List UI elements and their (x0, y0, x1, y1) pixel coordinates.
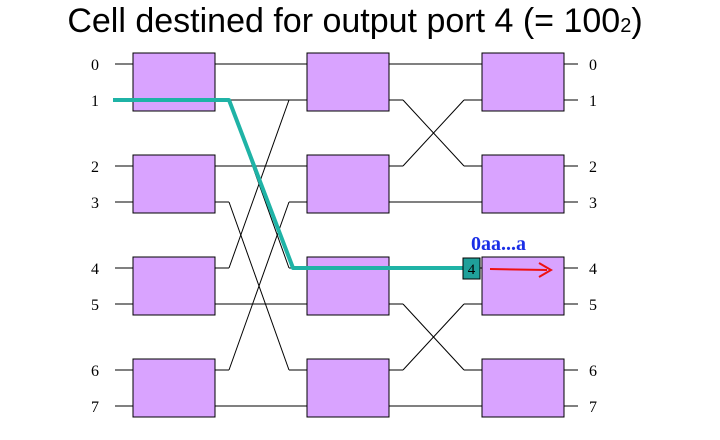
cell-header-text: 0aa...a (471, 233, 526, 255)
switch-box (481, 358, 565, 418)
title-subscript: 2 (620, 15, 632, 37)
input-port-label: 1 (91, 93, 99, 110)
output-port-label: 6 (589, 363, 597, 380)
output-port-label: 5 (589, 297, 597, 314)
switch-box (306, 52, 390, 112)
cell-layer: 4 0aa...a (462, 233, 553, 280)
title-close: ) (631, 2, 643, 40)
cell-icon (462, 257, 481, 280)
input-port-label: 2 (91, 159, 99, 176)
interconnect-wire (402, 303, 465, 371)
input-port-label: 7 (91, 399, 99, 416)
output-port-label: 3 (589, 195, 597, 212)
switch-box (481, 256, 565, 316)
diagram-title: Cell destined for output port 4 (= 1002) (0, 2, 710, 41)
switch-box (132, 52, 216, 112)
cell-label: 4 (468, 262, 476, 278)
output-port-label: 7 (589, 399, 597, 416)
port-labels: 0 1 2 3 4 5 6 7 0 1 2 3 4 5 6 7 (91, 57, 597, 416)
output-port-label: 1 (589, 93, 597, 110)
switch-box (481, 154, 565, 214)
input-port-label: 0 (91, 57, 99, 74)
switch-box (306, 154, 390, 214)
output-port-label: 4 (589, 261, 597, 278)
input-port-label: 6 (91, 363, 99, 380)
switch-box (132, 154, 216, 214)
switch-box (132, 358, 216, 418)
switch-box (481, 52, 565, 112)
input-port-label: 3 (91, 195, 99, 212)
output-port-label: 2 (589, 159, 597, 176)
right-arrow-head (538, 262, 553, 278)
output-port-label: 0 (589, 57, 597, 74)
routing-path (113, 98, 464, 270)
switch-box (306, 358, 390, 418)
switch-box (306, 256, 390, 316)
input-port-label: 4 (91, 261, 99, 278)
interconnect-wire (402, 99, 465, 167)
title-text: Cell destined for output port 4 (= 100 (67, 2, 621, 40)
switch-box (132, 256, 216, 316)
route-line (113, 98, 464, 270)
input-port-label: 5 (91, 297, 99, 314)
right-arrow-icon (489, 268, 548, 271)
